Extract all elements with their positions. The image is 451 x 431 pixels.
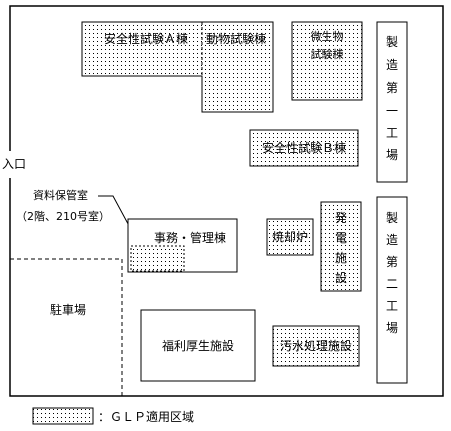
sewage-building: [272, 325, 360, 367]
power-char: 施: [335, 251, 347, 265]
factory-1-char: 場: [386, 148, 398, 162]
legend-label: ：ＧＬＰ適用区域: [98, 409, 194, 424]
welfare-building: [140, 309, 256, 382]
site-boundary: [9, 5, 444, 397]
archive-room-glp: [130, 245, 185, 272]
factory-1-label: 製 造 第 一 工 場: [386, 35, 398, 162]
factory-1-char: 工: [386, 126, 398, 140]
power-char: 発: [335, 211, 347, 225]
parking-area: [10, 258, 123, 396]
power-char: 設: [335, 270, 347, 285]
factory-1-char: 第: [386, 81, 398, 95]
factory-2-char: 造: [386, 233, 398, 247]
safety-a-label: 安全性試験Ａ棟: [104, 31, 188, 46]
factory-2-char: 二: [386, 277, 398, 291]
factory-2-char: 場: [386, 321, 398, 335]
microbe-building: [291, 21, 363, 101]
safety-b-label: 安全性試験Ｂ棟: [262, 140, 346, 155]
microbe-label-line2: 試験棟: [311, 47, 344, 61]
welfare-label: 福利厚生施設: [162, 338, 234, 353]
factory-2-char: 第: [386, 255, 398, 269]
power-char: 電: [335, 231, 347, 245]
safety-a-animal-building: [81, 21, 274, 113]
factory-2-building: [376, 196, 408, 384]
factory-1-char: 製: [386, 35, 398, 49]
entrance-label: 入口: [2, 157, 26, 171]
legend-swatch: [32, 407, 94, 425]
power-building: [320, 201, 362, 292]
incinerator-label: 焼却炉: [272, 230, 308, 244]
safety-b-building: [249, 129, 359, 167]
microbe-label-line1: 微生物: [311, 29, 344, 43]
factory-2-label: 製 造 第 二 工 場: [386, 211, 398, 335]
factory-2-char: 製: [386, 211, 398, 225]
power-label: 発 電 施 設: [335, 211, 347, 285]
office-label: 事務・管理棟: [154, 230, 226, 245]
factory-2-char: 工: [386, 299, 398, 313]
factory-1-char: 一: [386, 104, 398, 118]
factory-1-building: [376, 21, 408, 183]
archive-label-line2: （2階、210号室）: [16, 209, 110, 223]
factory-1-char: 造: [386, 58, 398, 72]
incinerator-building: [266, 218, 314, 256]
sewage-label: 汚水処理施設: [280, 338, 352, 353]
animal-label: 動物試験棟: [206, 31, 266, 46]
parking-label: 駐車場: [50, 302, 86, 317]
archive-label-line1: 資料保管室: [33, 188, 88, 202]
